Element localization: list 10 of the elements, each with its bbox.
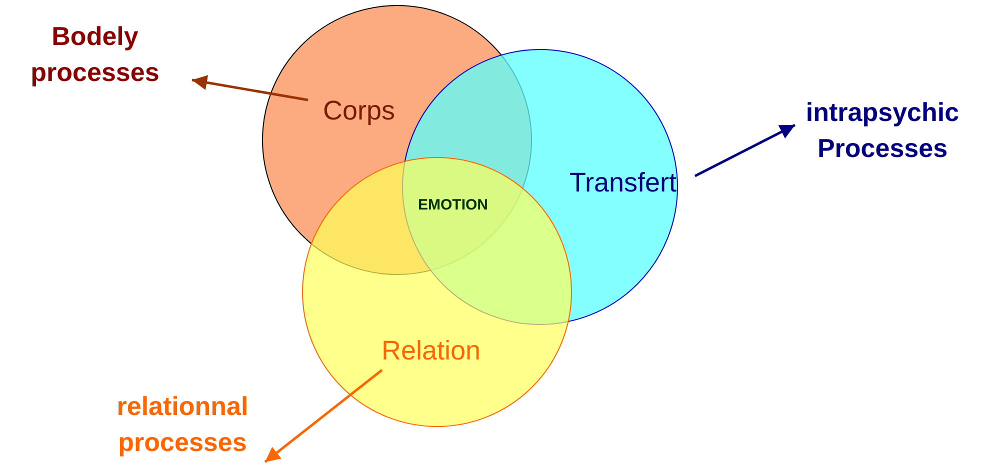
arrow (264, 369, 383, 463)
arrow (694, 124, 796, 178)
process-label: intrapsychic Processes (785, 94, 980, 166)
circle-label: Corps (322, 96, 396, 126)
circle-label: Transfert (569, 168, 677, 198)
center-label: EMOTION (418, 196, 488, 214)
arrow (192, 75, 308, 102)
circle-label: Relation (381, 336, 481, 366)
process-label: Bodely processes (10, 18, 180, 90)
process-label: relationnal processes (90, 388, 275, 460)
